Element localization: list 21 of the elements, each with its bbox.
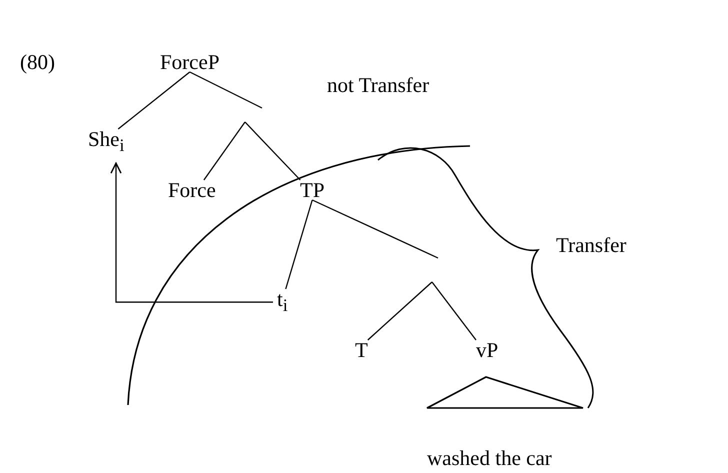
phrase-label: ForceP <box>160 50 220 74</box>
branch-line <box>367 282 432 340</box>
phrase-label: vP <box>476 338 498 362</box>
head-label: Force <box>168 178 216 202</box>
branch-line <box>118 72 190 130</box>
branch-line <box>285 200 313 290</box>
branch-line <box>312 199 438 259</box>
head-label: T <box>355 338 368 362</box>
annotation-text: Transfer <box>556 233 626 257</box>
branch-line <box>189 71 262 109</box>
annotation-text: not Transfer <box>327 73 430 97</box>
phrase-label: TP <box>300 178 325 202</box>
branch-line <box>432 282 476 340</box>
example-number: (80) <box>20 50 55 74</box>
triangle-shape <box>426 376 584 409</box>
branch-line <box>203 122 246 180</box>
phrase-label: She$_{i}$ <box>88 127 124 158</box>
movement-arrow <box>110 162 273 303</box>
trace-label: t$_{i}$ <box>277 287 288 318</box>
terminal-string: washed the car <box>427 446 552 470</box>
branch-line <box>244 122 301 180</box>
